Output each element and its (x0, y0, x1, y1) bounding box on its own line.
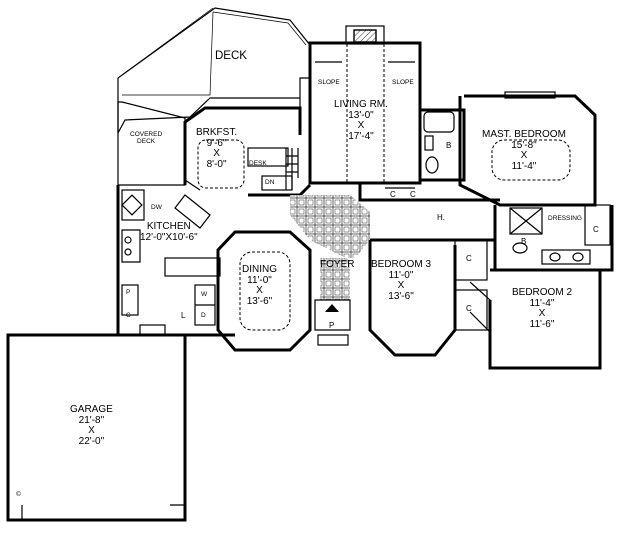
bedroom-2-width: 11'-4" (529, 297, 555, 309)
master-bedroom-width: 15'-8" (511, 139, 537, 151)
desk-label: DESK (249, 160, 267, 167)
deck-label: DECK (215, 50, 247, 62)
covered-deck-label: COVERED DECK (130, 131, 163, 145)
master-bedroom-name: MAST. BEDROOM (482, 129, 566, 140)
down-stair-label: DN (265, 179, 275, 186)
pantry-label: P (126, 289, 131, 296)
hall-bath (418, 108, 466, 182)
hall-label: H. (437, 213, 445, 222)
breakfast-x: X (213, 148, 220, 159)
garage-name: GARAGE (70, 404, 113, 415)
dining-length: 13'-6" (246, 295, 273, 307)
hall-bath-label: B (446, 141, 452, 150)
foyer-label: FOYER (320, 259, 355, 270)
bedroom-2-length: 11'-6" (529, 318, 555, 330)
bedroom-2-label: BEDROOM 2 11'-4" X 11'-6" (512, 287, 573, 330)
garage-label: GARAGE 21'-8" X 22'-0" (70, 404, 113, 447)
bedroom-3-length: 13'-6" (388, 290, 414, 302)
living-label: LIVING RM. 13'-0" X 17'-4" (334, 99, 388, 142)
hall-closet-2-label: C (410, 190, 416, 199)
laundry-label: L (181, 311, 186, 320)
bedroom-3-x: X (397, 280, 405, 291)
bedroom-2-name: BEDROOM 2 (512, 287, 573, 298)
bedroom-3-name: BEDROOM 3 (371, 259, 432, 270)
living-x: X (357, 120, 365, 131)
bedroom-3-width: 11'-0" (388, 269, 414, 281)
garage-length: 22'-0" (78, 435, 105, 447)
hall (358, 183, 500, 242)
dishwasher-label: DW (151, 204, 162, 211)
slope-right-label: SLOPE (392, 79, 414, 86)
dressing-label: DRESSING (548, 215, 582, 222)
hall-closet-label: C (390, 190, 396, 199)
garage-x: X (88, 425, 95, 436)
garage-width: 21'-8" (78, 414, 105, 426)
living-length: 17'-4" (348, 130, 374, 142)
dining-label: DINING 11'-0" X 13'-6" (242, 264, 277, 307)
bedroom-3-closet-label: C (466, 254, 472, 263)
bedroom-3-walls (368, 239, 488, 357)
bedroom-3-label: BEDROOM 3 11'-0" X 13'-6" (371, 259, 432, 302)
master-closet-label: C (593, 225, 599, 234)
porch-label: P (329, 321, 335, 330)
kitchen-closet-label: C (126, 312, 131, 319)
kitchen-dims: 12'-0"X10'-6" (140, 231, 198, 243)
breakfast-area (183, 106, 302, 191)
master-bath (493, 204, 614, 272)
washer-label: W (201, 291, 208, 298)
bedroom-2-x: X (538, 308, 546, 319)
dining-room (216, 230, 312, 352)
dining-x: X (256, 285, 263, 296)
kitchen-label: KITCHEN 12'-0"X10'-6" (140, 221, 198, 243)
breakfast-length: 8'-0" (206, 158, 227, 170)
garage (6, 324, 187, 522)
copyright-mark: © (16, 491, 21, 498)
breakfast-width: 9'-6" (206, 137, 227, 149)
breakfast-label: BRKFST. 9'-6" X 8'-0" (196, 127, 238, 170)
bedroom-2-walls (469, 268, 602, 370)
slope-left-label: SLOPE (318, 79, 340, 86)
kitchen-name: KITCHEN (146, 221, 191, 232)
master-bath-label: B (521, 237, 527, 246)
foyer (290, 195, 370, 346)
deck (117, 7, 311, 134)
master-bedroom-x: X (520, 150, 528, 161)
dryer-label: D (201, 312, 206, 319)
master-bedroom-length: 11'-4" (511, 160, 537, 172)
breakfast-name: BRKFST. (196, 127, 238, 138)
dining-name: DINING (242, 264, 277, 275)
living-width: 13'-0" (348, 109, 374, 121)
master-bedroom-label: MAST. BEDROOM 15'-8" X 11'-4" (482, 129, 566, 172)
stair-desk (247, 147, 312, 197)
living-name: LIVING RM. (334, 99, 388, 110)
bedroom-2-closet-label: C (466, 304, 472, 313)
dining-width: 11'-0" (247, 274, 272, 286)
